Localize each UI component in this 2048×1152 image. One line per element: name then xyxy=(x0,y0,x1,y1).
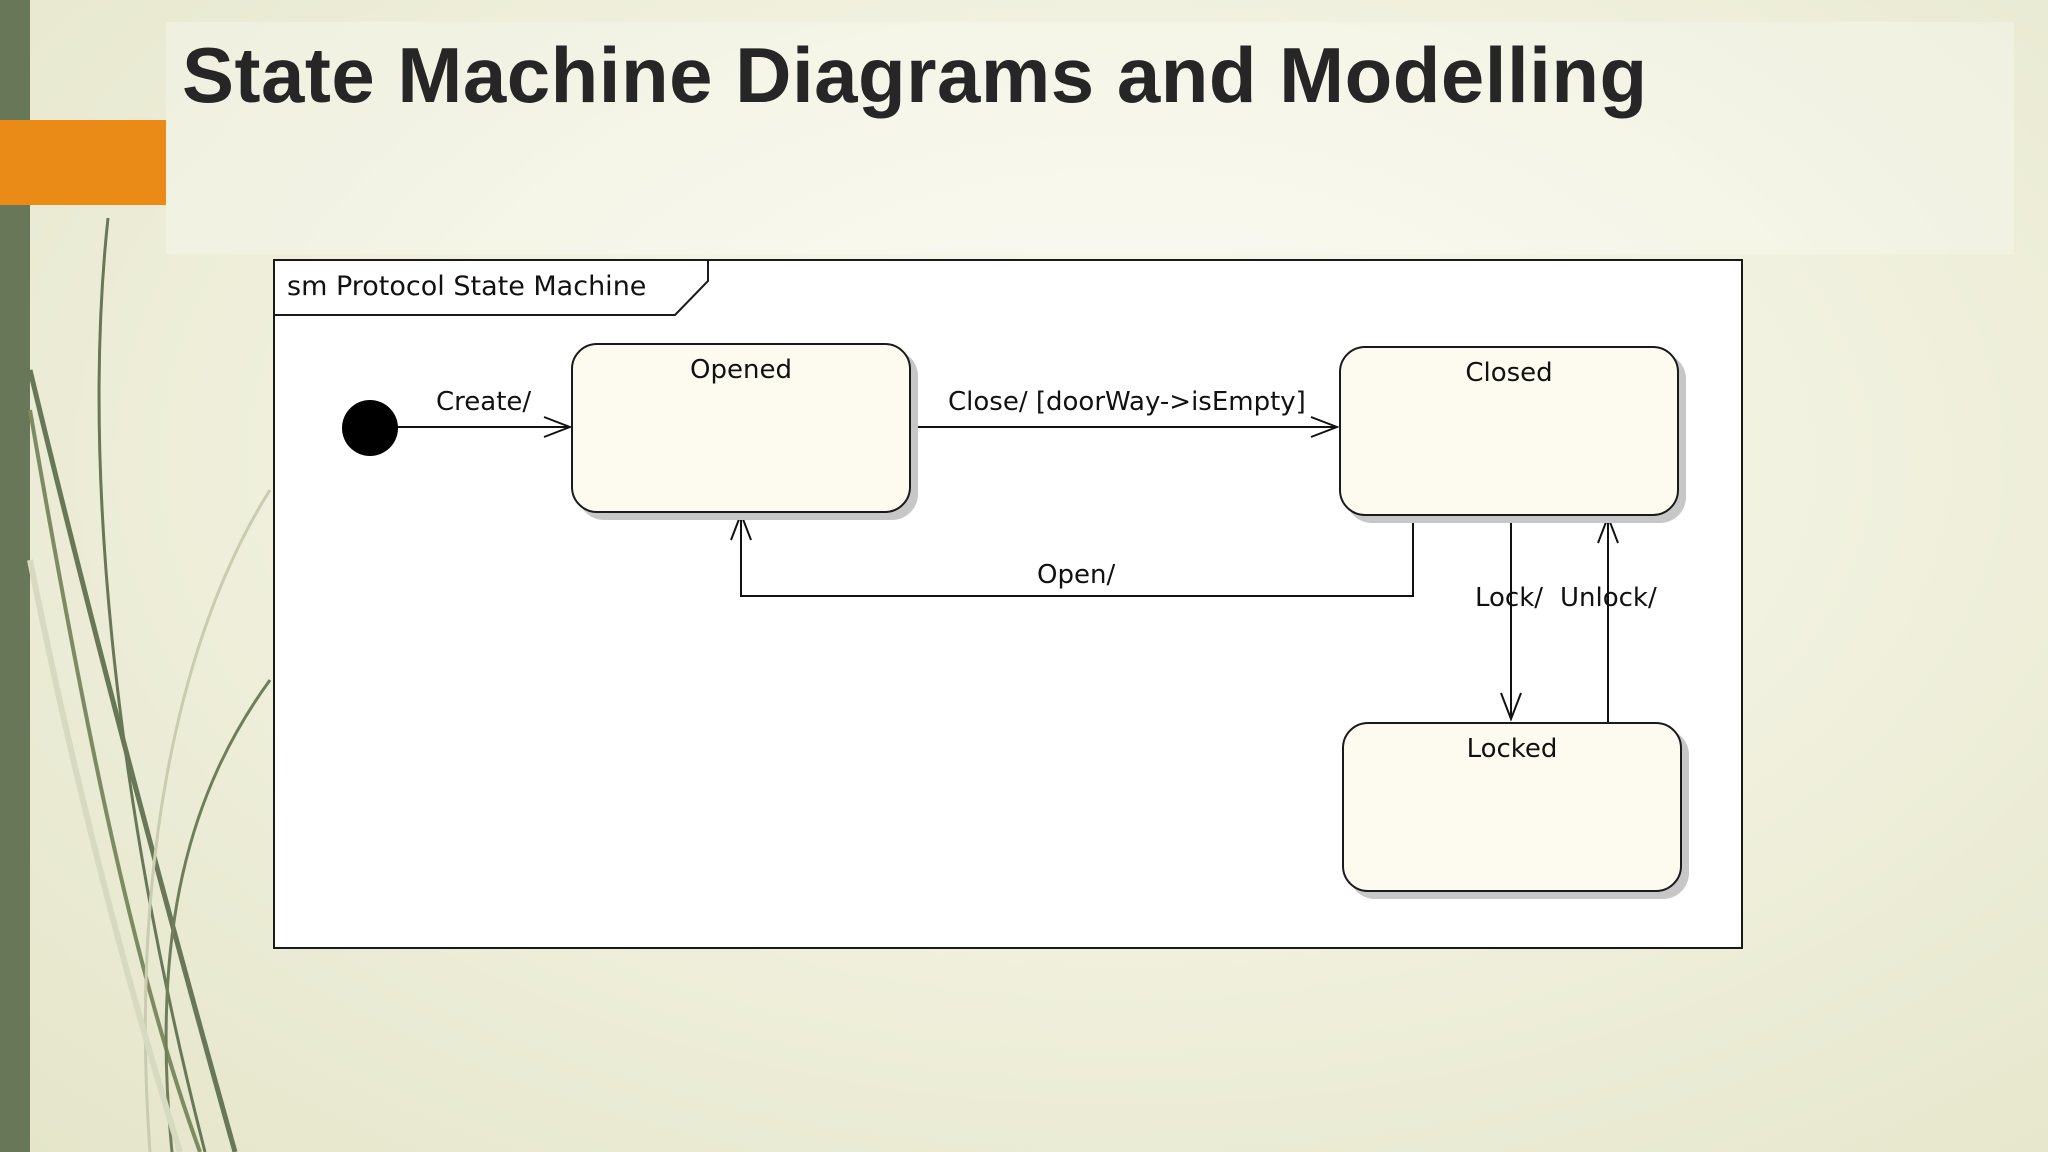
lock-transition-label: Lock/ xyxy=(1475,583,1544,613)
open-transition-line xyxy=(741,514,1414,597)
slide-title: State Machine Diagrams and Modelling xyxy=(182,31,1648,119)
state-closed-label: Closed xyxy=(1465,358,1553,388)
frame-tab-border xyxy=(275,261,709,316)
state-locked-label: Locked xyxy=(1466,734,1558,764)
orange-accent-block xyxy=(0,120,166,205)
unlock-transition-label: Unlock/ xyxy=(1560,583,1657,613)
title-panel xyxy=(166,22,2014,254)
initial-pseudostate xyxy=(342,400,398,456)
state-opened-label: Opened xyxy=(690,355,792,385)
state-machine-diagram: sm Protocol State Machine Opened Closed … xyxy=(273,259,1743,949)
decorative-grass-strokes xyxy=(27,217,272,1152)
close-transition-label: Close/ [doorWay->isEmpty] xyxy=(948,387,1306,417)
state-opened[interactable]: Opened xyxy=(571,343,911,513)
create-transition-label: Create/ xyxy=(436,387,532,417)
state-closed[interactable]: Closed xyxy=(1339,346,1679,516)
open-transition-label: Open/ xyxy=(1037,560,1116,590)
state-locked[interactable]: Locked xyxy=(1342,722,1682,892)
frame-label: sm Protocol State Machine xyxy=(287,271,647,302)
diagram-lines xyxy=(275,261,1741,722)
